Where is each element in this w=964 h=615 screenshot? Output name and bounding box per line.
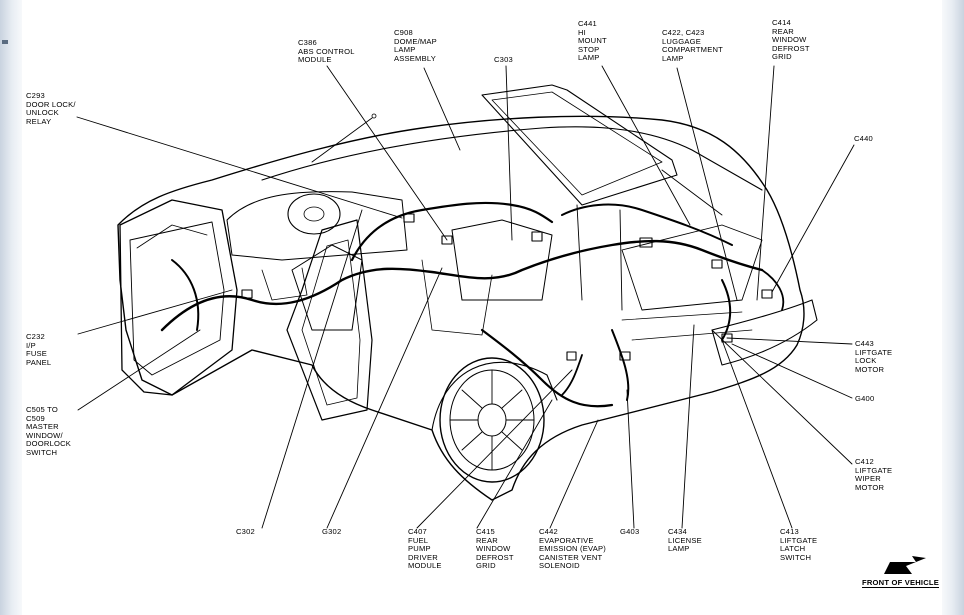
resize-grip-icon[interactable] [2, 40, 8, 44]
front-seat [291, 244, 363, 331]
label-c303: C303 [494, 55, 513, 64]
roof-line [261, 126, 763, 191]
rear-door-open [286, 219, 373, 421]
window-frame-left [0, 0, 23, 615]
liftgate-raised [481, 84, 678, 206]
rear-wheel [439, 357, 545, 483]
front-door-open [119, 199, 238, 396]
body-outline [117, 115, 805, 501]
steering-wheel [287, 193, 341, 235]
label-c302: C302 [236, 527, 255, 536]
rear-bumper [711, 299, 818, 366]
front-of-vehicle-indicator: FRONT OF VEHICLE [862, 554, 948, 594]
label-g302: G302 [322, 527, 342, 536]
window-frame-right [941, 0, 964, 615]
wiring-harness [160, 239, 764, 332]
label-c440: C440 [854, 134, 873, 143]
cargo-floor [621, 224, 763, 311]
label-g400: G400 [855, 394, 875, 403]
antenna [311, 117, 373, 163]
front-of-vehicle-arrow-icon [884, 556, 926, 574]
front-of-vehicle-text: FRONT OF VEHICLE [862, 578, 940, 588]
rear-seat [451, 219, 553, 301]
label-g403: G403 [620, 527, 640, 536]
vehicle-wiring-drawing [76, 65, 855, 529]
